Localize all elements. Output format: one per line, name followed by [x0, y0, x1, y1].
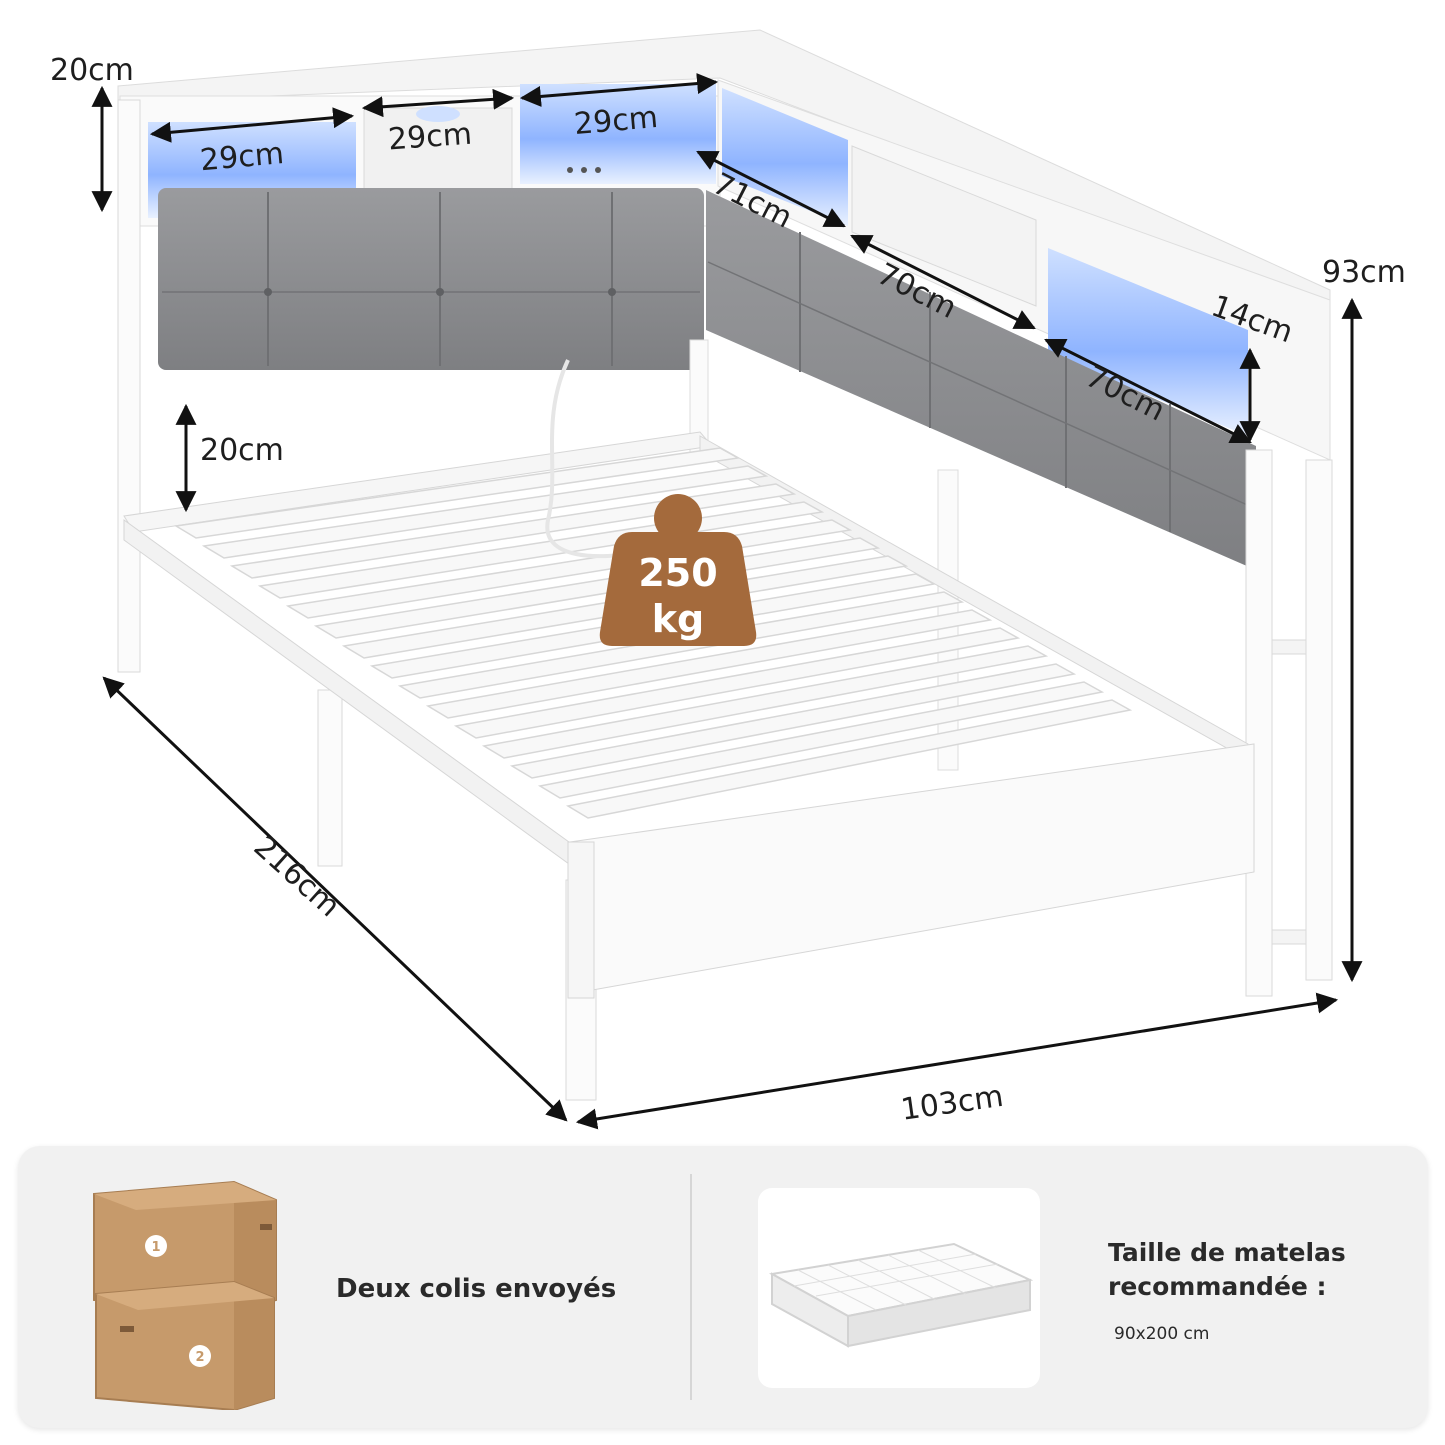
dimension-lines	[91, 73, 1363, 1130]
usb-port	[595, 167, 601, 173]
label-total-height: 93cm	[1322, 255, 1406, 290]
headboard-cushion-side	[706, 190, 1256, 570]
usb-port	[581, 167, 587, 173]
mattress-card	[758, 1188, 1040, 1388]
dim-line-side-2	[850, 234, 1036, 330]
dim-line-right-compartment	[519, 73, 719, 107]
mattress-title-line-1: Taille de matelas	[1108, 1238, 1346, 1267]
dim-line-middle-drawer	[361, 88, 515, 118]
usb-port	[567, 167, 573, 173]
label-width: 103cm	[899, 1079, 1006, 1128]
footboard	[569, 743, 1255, 995]
tufting-button	[608, 288, 616, 296]
mattress-size-value: 90x200 cm	[1114, 1324, 1210, 1344]
mattress-image	[768, 1242, 1034, 1348]
mattress-size-title: Taille de matelas recommandée :	[1108, 1236, 1408, 1304]
dim-line-left-compartment	[149, 107, 355, 143]
leg-middle	[317, 689, 343, 867]
dim-line-length	[102, 676, 568, 1122]
post-right-outer	[1305, 459, 1333, 981]
label-right-compartment: 29cm	[573, 100, 660, 142]
post-left-back	[117, 99, 141, 673]
post-right	[1245, 449, 1273, 997]
label-left-compartment: 29cm	[199, 136, 286, 178]
mattress-title-line-2: recommandée :	[1108, 1272, 1327, 1301]
label-shelf-height: 20cm	[50, 53, 134, 88]
tufting-button	[264, 288, 272, 296]
packages-label: Deux colis envoyés	[336, 1274, 617, 1304]
weight-unit: kg	[652, 597, 704, 641]
label-middle-drawer: 29cm	[387, 117, 473, 158]
ladder-rung	[1271, 639, 1307, 655]
label-clearance: 20cm	[200, 433, 284, 468]
ladder-rung	[1271, 929, 1307, 945]
shipping-boxes-icon: 1 2	[93, 1180, 277, 1410]
power-cable	[545, 359, 641, 559]
dim-line-side-1	[696, 150, 846, 228]
info-panel: 1 2 Deux colis envoyés Taille de matelas	[18, 1146, 1428, 1428]
dim-line-width	[575, 992, 1339, 1130]
weight-badge-body	[599, 532, 757, 646]
box-number-2: 2	[195, 1350, 204, 1365]
weight-badge-handle	[654, 494, 702, 542]
cushion-seam	[707, 261, 1255, 509]
dim-line-side-3	[1044, 338, 1252, 444]
weight-badge: 250 kg	[599, 494, 757, 646]
panel-divider	[690, 1174, 692, 1400]
weight-value: 250	[638, 551, 717, 595]
footboard-post	[567, 841, 595, 999]
tufting-button	[436, 288, 444, 296]
box-number-1: 1	[151, 1240, 160, 1255]
headboard-cushion-back	[158, 188, 704, 370]
